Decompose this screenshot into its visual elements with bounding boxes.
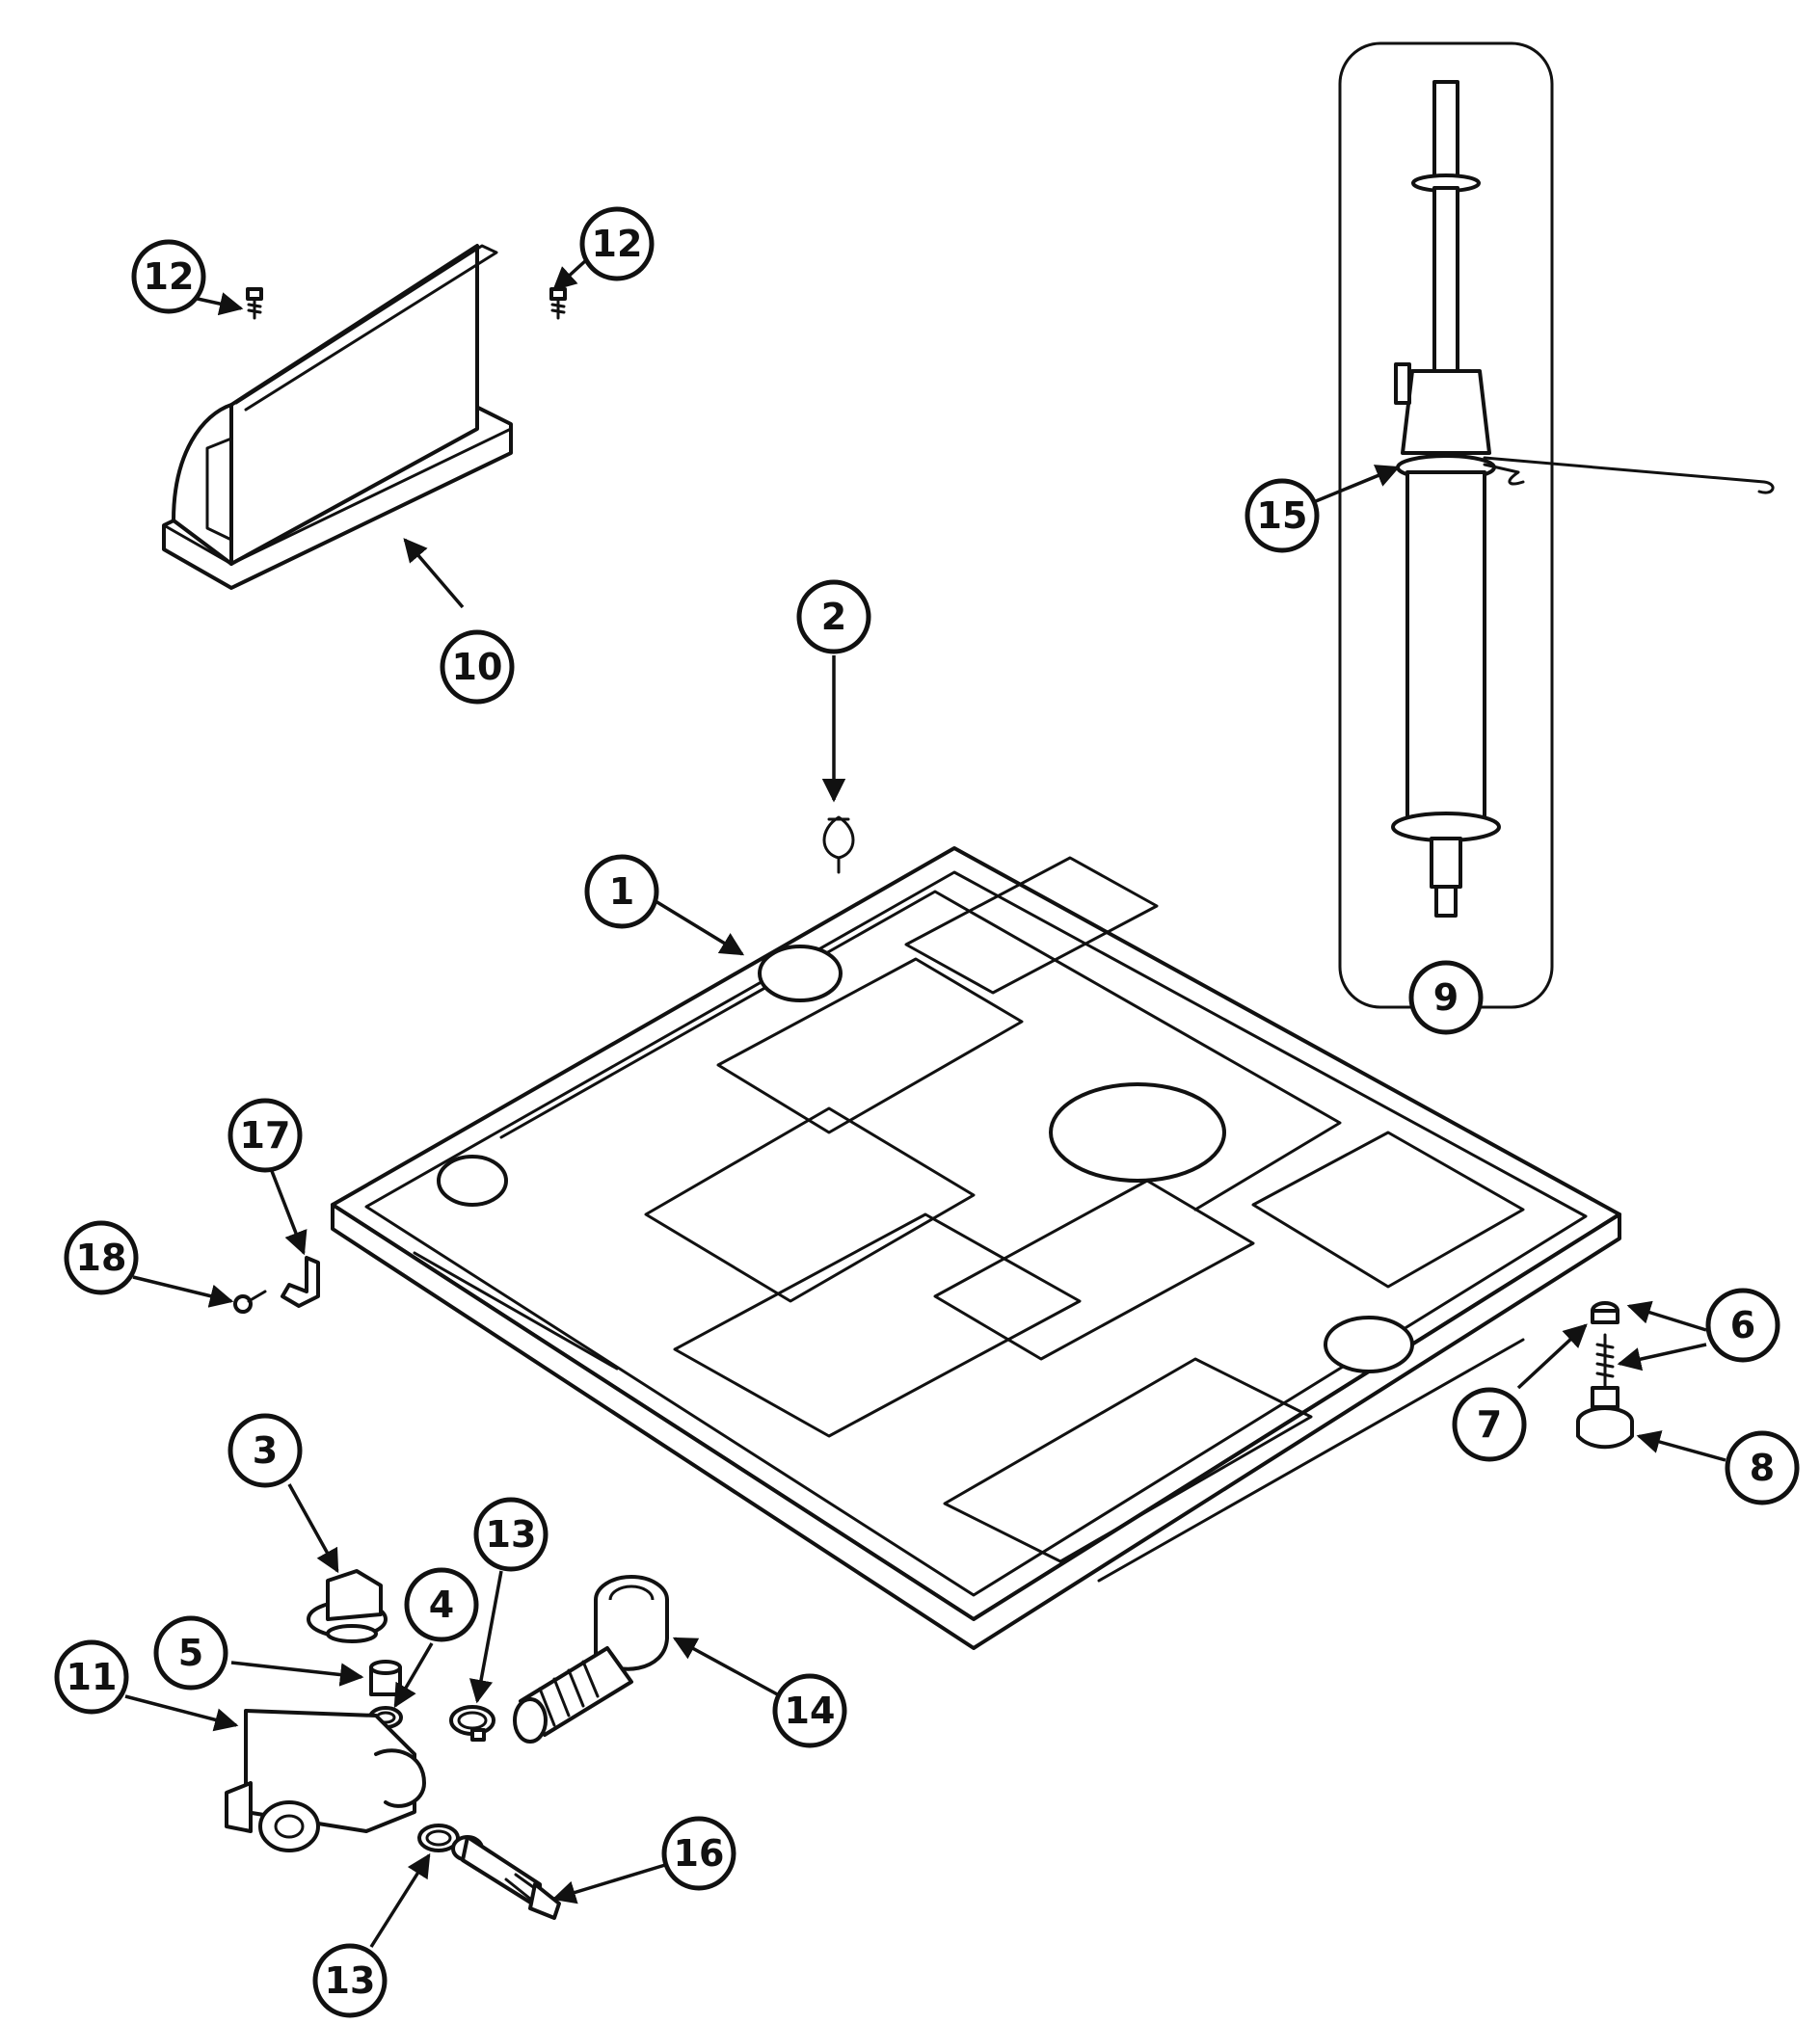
- small-screw-part: [233, 1290, 267, 1314]
- callout-15: 15: [1245, 478, 1320, 553]
- callout-4-label: 4: [429, 1584, 454, 1626]
- leveling-leg-part: [1576, 1301, 1634, 1450]
- filter-part: [369, 1660, 402, 1696]
- pump-part: [225, 1709, 426, 1852]
- callout-12-right: 12: [579, 206, 655, 281]
- callout-5-label: 5: [178, 1632, 203, 1674]
- callout-9-label: 9: [1433, 976, 1459, 1019]
- callout-2: 2: [796, 579, 871, 654]
- callout-8: 8: [1725, 1430, 1800, 1505]
- callout-14: 14: [772, 1673, 847, 1748]
- callout-9: 9: [1408, 960, 1484, 1035]
- callout-10-label: 10: [452, 646, 503, 688]
- callout-13-lower: 13: [312, 1943, 388, 2018]
- callout-14-label: 14: [785, 1690, 836, 1732]
- callout-13-upper: 13: [473, 1497, 549, 1572]
- callout-16: 16: [661, 1816, 736, 1891]
- callout-7-label: 7: [1477, 1403, 1502, 1446]
- base-pan-part: [331, 846, 1621, 1650]
- callout-13-upper-label: 13: [486, 1513, 537, 1556]
- callout-11: 11: [54, 1639, 129, 1715]
- hose-clamp-lower-part: [417, 1824, 460, 1852]
- callout-2-label: 2: [821, 596, 846, 638]
- callout-6-label: 6: [1730, 1304, 1755, 1346]
- callout-18: 18: [64, 1220, 139, 1295]
- callout-10: 10: [440, 629, 515, 705]
- callout-12-right-label: 12: [592, 223, 643, 265]
- callout-6: 6: [1705, 1288, 1780, 1363]
- callout-17-label: 17: [240, 1114, 291, 1157]
- clip-part: [822, 815, 855, 874]
- callout-12-left: 12: [131, 239, 206, 314]
- suspension-rod-box: [1338, 41, 1775, 1009]
- hose-clamp-upper-part: [449, 1705, 495, 1742]
- callout-8-label: 8: [1750, 1447, 1775, 1489]
- console-panel-part: [162, 244, 513, 590]
- cap-part: [307, 1569, 388, 1643]
- callout-18-label: 18: [76, 1237, 127, 1279]
- drain-tube-part: [451, 1835, 561, 1920]
- bracket-part: [281, 1256, 320, 1308]
- callout-12-left-label: 12: [144, 255, 195, 298]
- callout-1-label: 1: [609, 870, 634, 913]
- callout-3: 3: [228, 1413, 303, 1488]
- screw-left-part: [246, 287, 263, 320]
- callout-5: 5: [153, 1615, 228, 1691]
- screw-right-part: [549, 287, 567, 320]
- callout-11-label: 11: [67, 1656, 118, 1698]
- callout-3-label: 3: [253, 1429, 278, 1472]
- callout-16-label: 16: [674, 1832, 725, 1875]
- leader-lines: [124, 258, 1726, 1948]
- callout-15-label: 15: [1257, 494, 1308, 537]
- callout-7: 7: [1452, 1387, 1527, 1462]
- callout-1: 1: [584, 854, 659, 929]
- callout-17: 17: [228, 1098, 303, 1173]
- callout-4: 4: [404, 1567, 479, 1642]
- callout-13-lower-label: 13: [325, 1959, 376, 2002]
- drain-hose-part: [513, 1575, 669, 1744]
